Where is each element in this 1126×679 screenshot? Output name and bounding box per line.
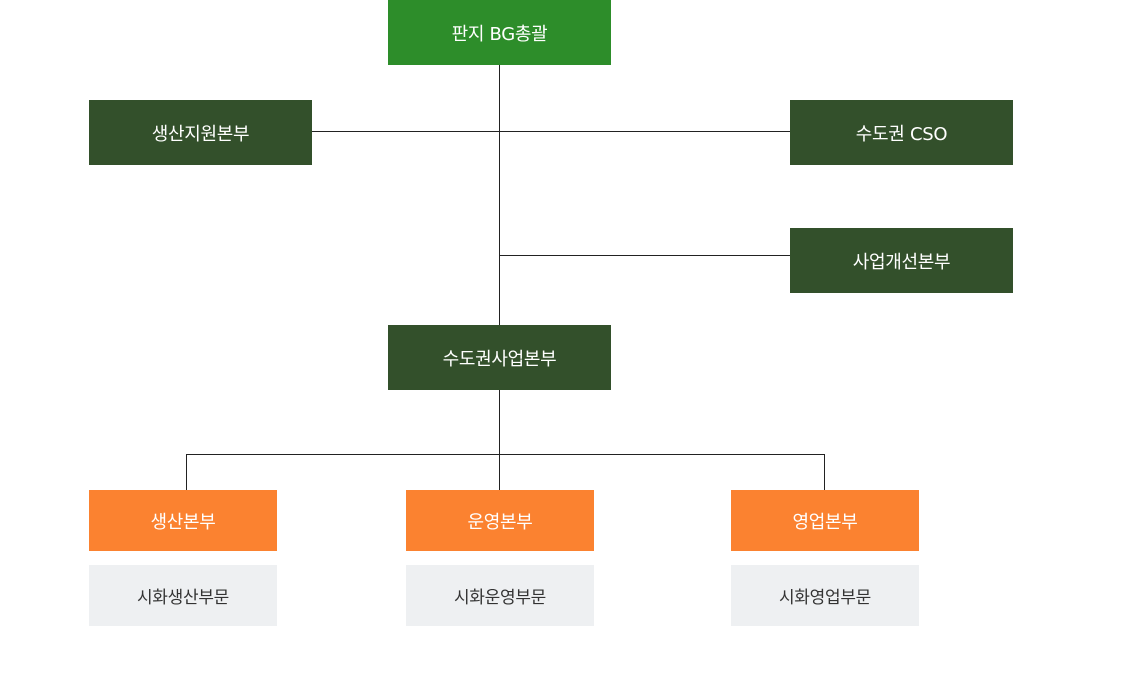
node-top: 판지 BG총괄: [388, 0, 611, 65]
node-metro-business: 수도권사업본부: [388, 325, 611, 390]
node-metro-cso-label: 수도권 CSO: [855, 123, 948, 145]
node-sub-production: 시화생산부문: [89, 565, 277, 626]
node-business-improvement-label: 사업개선본부: [852, 251, 951, 273]
node-top-label: 판지 BG총괄: [451, 23, 548, 45]
connector-division-left: [186, 454, 187, 491]
node-business-improvement: 사업개선본부: [790, 228, 1013, 293]
connector-staff-horizontal: [311, 131, 791, 132]
connector-improvement-horizontal: [499, 255, 791, 256]
connector-divisions-horizontal: [186, 454, 825, 455]
node-production-support: 생산지원본부: [89, 100, 312, 165]
node-division-sales: 영업본부: [731, 490, 919, 551]
node-division-production: 생산본부: [89, 490, 277, 551]
node-division-production-label: 생산본부: [150, 511, 216, 533]
node-metro-business-label: 수도권사업본부: [442, 348, 557, 370]
node-metro-cso: 수도권 CSO: [790, 100, 1013, 165]
connector-main-vertical: [499, 64, 500, 326]
node-sub-operation-label: 시화운영부문: [453, 588, 547, 608]
node-division-sales-label: 영업본부: [792, 511, 858, 533]
connector-middle-vertical: [499, 389, 500, 491]
node-division-operation: 운영본부: [406, 490, 594, 551]
node-sub-sales-label: 시화영업부문: [778, 588, 872, 608]
connector-division-right: [824, 454, 825, 491]
node-division-operation-label: 운영본부: [467, 511, 533, 533]
node-sub-sales: 시화영업부문: [731, 565, 919, 626]
node-sub-production-label: 시화생산부문: [136, 588, 230, 608]
node-production-support-label: 생산지원본부: [151, 123, 250, 145]
node-sub-operation: 시화운영부문: [406, 565, 594, 626]
